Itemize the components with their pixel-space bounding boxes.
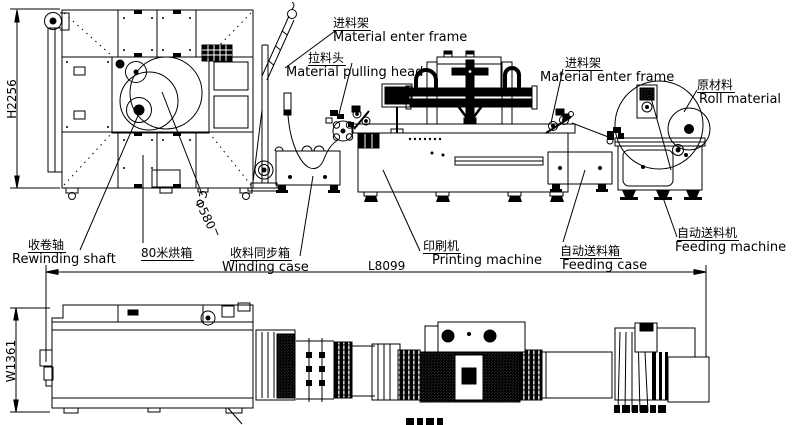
printing-machine-plan xyxy=(352,321,547,425)
leader-feeding-case xyxy=(562,169,586,243)
label-winding-case: 收料同步箱 Winding case xyxy=(222,243,309,275)
dimension-w1361 xyxy=(10,307,50,413)
label-rewinding-shaft-zh: 收卷轴 xyxy=(28,238,67,254)
label-feeding-case: 自动送料箱 Feeding case xyxy=(560,241,647,273)
side-view xyxy=(44,1,711,202)
label-pulling-head-en: Material pulling head xyxy=(286,65,424,81)
label-feeding-machine-zh: 自动送料机 xyxy=(677,226,740,242)
plan-leader-line xyxy=(227,407,243,425)
feeder-plan-feet xyxy=(614,405,666,413)
rewinding-oven-machine xyxy=(44,9,254,200)
control-strip xyxy=(201,44,233,62)
leader-enter-frame-right xyxy=(550,68,564,124)
label-roll-material-zh: 原材料 xyxy=(697,78,736,94)
label-pulling-head: 拉料头 Material pulling head xyxy=(286,48,423,80)
label-printing-machine-en: Printing machine xyxy=(432,253,543,269)
label-feeding-case-zh: 自动送料箱 xyxy=(560,244,623,260)
enter-frame-bracket xyxy=(545,108,574,134)
printing-machine xyxy=(351,50,576,202)
oven-machine-plan xyxy=(39,302,254,425)
material-web-to-printer xyxy=(571,122,612,139)
dimension-l8099 xyxy=(45,265,707,362)
leader-winding-case xyxy=(299,175,314,257)
leader-enter-frame-top xyxy=(284,30,336,69)
label-enter-frame-top-zh: 进料架 xyxy=(333,16,372,32)
dim-label-h2256: H2256 xyxy=(5,79,19,119)
drum-580 xyxy=(129,56,203,130)
feeding-case-plan xyxy=(545,351,613,399)
label-roll-material: 原材料 Roll material xyxy=(697,75,781,107)
dimension-lines xyxy=(10,8,707,413)
label-pulling-head-zh: 拉料头 xyxy=(308,51,347,67)
dimension-h2256 xyxy=(10,8,60,189)
label-oven-zh: 80米烘箱 xyxy=(141,246,195,262)
label-rewinding-shaft: 收卷轴 Rewinding shaft xyxy=(12,235,116,267)
plan-view xyxy=(39,302,710,425)
leader-lines xyxy=(79,30,698,257)
leader-rewinding-shaft xyxy=(79,110,141,251)
roll-material-circle xyxy=(667,107,711,151)
label-rewinding-shaft-en: Rewinding shaft xyxy=(12,252,116,268)
oven-window xyxy=(111,56,210,134)
dim-label-w1361: W1361 xyxy=(4,339,18,383)
label-oven: 80米烘箱 xyxy=(141,243,195,262)
printer-control-panel xyxy=(381,83,413,134)
label-winding-case-en: Winding case xyxy=(222,260,309,276)
label-enter-frame-right-en: Material enter frame xyxy=(540,70,675,86)
infeed-bracket xyxy=(351,105,371,130)
label-enter-frame-top-en: Material enter frame xyxy=(333,30,468,46)
material-web-left xyxy=(287,114,339,170)
material-web-right xyxy=(648,90,672,171)
label-printing-machine: 印刷机 Printing machine xyxy=(419,236,542,268)
leader-roll-material xyxy=(683,89,698,113)
label-feeding-case-en: Feeding case xyxy=(562,258,648,274)
feeding-case xyxy=(547,151,613,192)
machine-feet xyxy=(65,187,253,200)
feeding-machine xyxy=(571,80,711,200)
label-feeding-machine-en: Feeding machine xyxy=(675,240,787,256)
printer-plan-feet xyxy=(406,418,443,425)
dim-label-l8099: L8099 xyxy=(368,259,406,273)
winding-case xyxy=(274,145,341,193)
label-roll-material-en: Roll material xyxy=(699,92,782,108)
leader-printing-machine xyxy=(382,169,421,252)
label-enter-frame-right-zh: 进料架 xyxy=(565,56,604,72)
leader-feeding-machine xyxy=(660,191,678,238)
label-enter-frame-right: 进料架 Material enter frame xyxy=(540,53,674,85)
label-printing-machine-zh: 印刷机 xyxy=(423,239,462,255)
winding-case-plan xyxy=(255,329,353,402)
leader-pulling-head xyxy=(337,62,353,119)
label-feeding-machine: 自动送料机 Feeding machine xyxy=(675,223,786,255)
feeding-machine-plan xyxy=(614,322,710,413)
material-enter-frame-left xyxy=(247,1,297,192)
label-winding-case-zh: 收料同步箱 xyxy=(230,246,293,262)
label-enter-frame-top: 进料架 Material enter frame xyxy=(333,13,467,45)
